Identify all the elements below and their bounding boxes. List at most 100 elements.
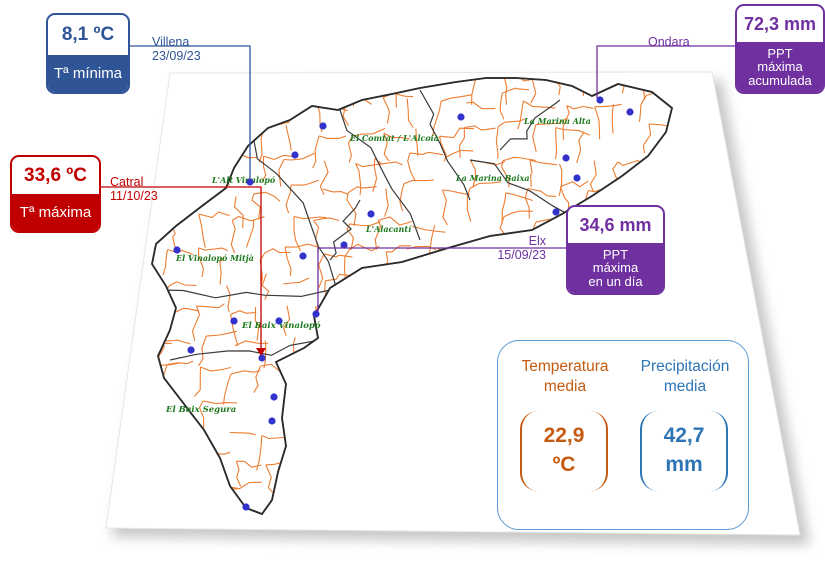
border-line bbox=[162, 249, 169, 276]
region-label: La Marina Baixa bbox=[455, 173, 530, 183]
border-line bbox=[197, 247, 205, 278]
border-line bbox=[312, 135, 320, 169]
border-line bbox=[535, 117, 568, 126]
border-line bbox=[339, 109, 421, 241]
border-line bbox=[560, 180, 589, 188]
border-line bbox=[343, 249, 351, 279]
border-line bbox=[198, 247, 229, 252]
border-line bbox=[377, 216, 412, 226]
station-dot bbox=[246, 178, 254, 186]
border-line bbox=[229, 431, 256, 436]
border-line bbox=[469, 159, 477, 188]
border-line bbox=[293, 216, 302, 252]
weather-stations bbox=[173, 96, 634, 511]
label-line: acumulada bbox=[748, 72, 812, 88]
border-line bbox=[594, 106, 601, 140]
border-line bbox=[278, 159, 285, 187]
max-day-leader bbox=[317, 247, 566, 312]
border-line bbox=[196, 303, 225, 309]
border-line bbox=[502, 87, 530, 94]
border-line bbox=[313, 220, 320, 252]
border-line bbox=[291, 179, 319, 186]
border-line bbox=[642, 123, 652, 154]
border-line bbox=[497, 118, 525, 128]
border-line bbox=[505, 192, 533, 202]
border-line bbox=[313, 62, 342, 69]
station-name: Elx bbox=[528, 234, 546, 248]
border-line bbox=[524, 188, 530, 219]
station-dot bbox=[242, 503, 250, 511]
border-line bbox=[464, 125, 496, 131]
border-line bbox=[499, 99, 561, 151]
max-temp-leader bbox=[97, 186, 262, 352]
station-dot bbox=[230, 317, 238, 325]
border-line bbox=[469, 181, 502, 189]
station-name: Villena bbox=[152, 35, 190, 49]
border-line bbox=[406, 98, 414, 128]
title-line: Precipitación bbox=[640, 358, 730, 375]
border-line bbox=[173, 308, 200, 314]
min-temp-label: Tª mínima bbox=[48, 55, 128, 92]
border-line bbox=[441, 189, 448, 226]
border-line bbox=[285, 124, 292, 151]
border-line bbox=[532, 124, 537, 153]
border-line bbox=[283, 152, 316, 161]
max-accum-leader bbox=[596, 45, 735, 98]
border-line bbox=[554, 64, 586, 68]
max-temp-station: Catral 11/10/23 bbox=[110, 175, 158, 204]
border-line bbox=[261, 156, 267, 182]
border-line bbox=[265, 464, 275, 494]
station-dot bbox=[319, 122, 327, 130]
border-line bbox=[589, 160, 597, 193]
border-line bbox=[227, 481, 262, 490]
border-line bbox=[419, 89, 471, 201]
min-temp-station: Villena 23/09/23 bbox=[152, 35, 201, 64]
border-line bbox=[415, 128, 419, 157]
border-line bbox=[346, 192, 357, 226]
value-line: mm bbox=[665, 453, 703, 477]
station-name: Catral bbox=[110, 175, 144, 189]
max-accum-label: PPT máxima acumulada bbox=[737, 42, 823, 92]
max-day-value: 34,6 mm bbox=[579, 214, 652, 235]
mean-precip-bracket: 42,7 mm bbox=[640, 411, 728, 491]
label-line: PPT bbox=[767, 45, 793, 61]
border-line bbox=[619, 63, 651, 69]
border-line bbox=[222, 373, 232, 405]
border-line bbox=[230, 369, 261, 375]
border-line bbox=[134, 101, 141, 128]
border-line bbox=[285, 243, 319, 248]
border-line bbox=[140, 67, 167, 71]
border-line bbox=[554, 127, 558, 160]
border-line bbox=[282, 305, 291, 336]
mean-temp-title: Temperatura media bbox=[506, 357, 624, 397]
border-line bbox=[234, 340, 269, 347]
region-label: L'Alt Vinalopó bbox=[211, 175, 276, 185]
max-temp-arrowhead bbox=[256, 348, 266, 356]
border-line bbox=[382, 97, 390, 124]
value-line: 42,7 bbox=[663, 424, 705, 447]
station-dot bbox=[573, 174, 581, 182]
station-dot bbox=[187, 346, 195, 354]
station-dot bbox=[457, 113, 465, 121]
border-line bbox=[355, 163, 362, 196]
station-dot bbox=[312, 310, 320, 318]
border-line bbox=[458, 127, 465, 158]
max-accum-station: Ondara bbox=[648, 35, 690, 49]
border-line bbox=[352, 127, 386, 137]
border-line bbox=[502, 156, 536, 162]
border-line bbox=[231, 61, 263, 69]
region-label: El Vinalopó Mitjà bbox=[175, 253, 254, 263]
region-label: El Baix Vinalopó bbox=[241, 320, 321, 331]
border-line bbox=[377, 64, 406, 70]
value-line: ºC bbox=[552, 453, 576, 477]
border-line bbox=[206, 330, 238, 337]
mean-precip-title: Precipitación media bbox=[626, 357, 744, 397]
border-line bbox=[329, 199, 361, 261]
max-day-station: Elx 15/09/23 bbox=[490, 234, 546, 263]
border-line bbox=[127, 305, 133, 339]
station-dot bbox=[299, 252, 307, 260]
border-line bbox=[193, 366, 202, 397]
border-line bbox=[323, 253, 353, 258]
border-line bbox=[374, 220, 382, 250]
